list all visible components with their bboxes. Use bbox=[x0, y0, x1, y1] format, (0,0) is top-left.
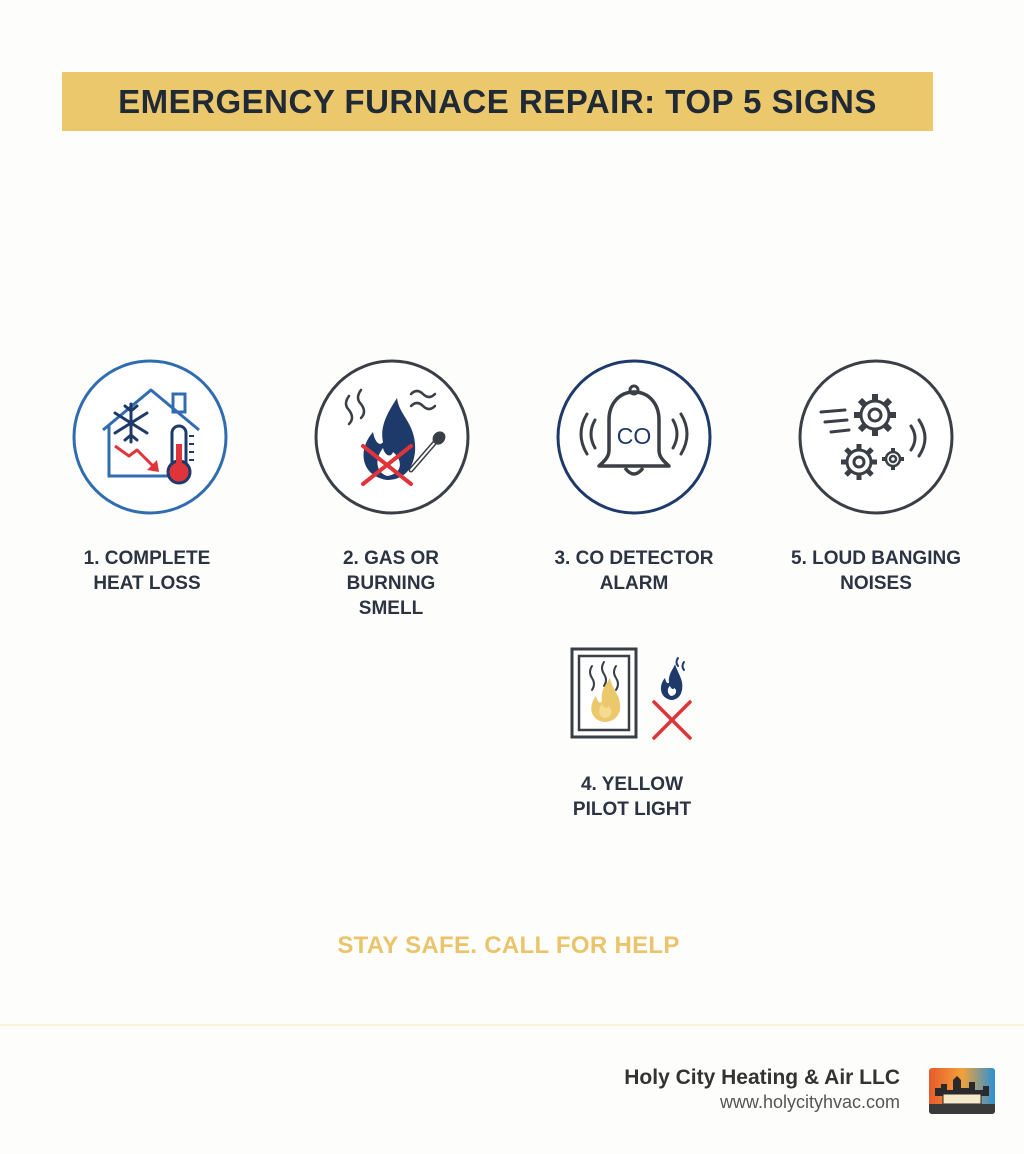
sign-label-line: PILOT LIGHT bbox=[572, 799, 692, 820]
sign-label-banging-noises: 5. LOUD BANGING NOISES bbox=[776, 546, 976, 596]
tagline: STAY SAFE. CALL FOR HELP bbox=[337, 932, 680, 959]
footer-divider bbox=[0, 1024, 1024, 1026]
footer: Holy City Heating & Air LLC www.holycity… bbox=[624, 1065, 900, 1113]
sign-label-co-alarm: 3. CO DETECTOR ALARM bbox=[534, 546, 734, 596]
sign-label-line: 2. GAS OR bbox=[342, 548, 440, 569]
yellow-pilot-light-icon bbox=[568, 644, 700, 744]
sign-label-line: HEAT LOSS bbox=[93, 573, 201, 594]
sign-label-yellow-pilot: 4. YELLOW PILOT LIGHT bbox=[532, 772, 732, 822]
gears-noise-icon bbox=[797, 358, 955, 516]
company-url[interactable]: www.holycityhvac.com bbox=[719, 1092, 900, 1112]
sign-label-line: SMELL bbox=[358, 598, 424, 619]
sign-label-line: NOISES bbox=[840, 573, 912, 594]
company-name: Holy City Heating & Air LLC bbox=[624, 1066, 900, 1089]
sign-label-burning-smell: 2. GAS OR BURNING SMELL bbox=[291, 546, 491, 621]
sign-label-line: 4. YELLOW bbox=[580, 774, 684, 795]
title-banner: EMERGENCY FURNACE REPAIR: TOP 5 SIGNS bbox=[62, 72, 933, 131]
burning-smell-icon bbox=[313, 358, 471, 516]
sign-label-line: 5. LOUD BANGING bbox=[791, 548, 961, 569]
sign-label-heat-loss: 1. COMPLETE HEAT LOSS bbox=[47, 546, 247, 596]
co-alarm-bell-icon: CO bbox=[555, 358, 713, 516]
company-logo-icon bbox=[929, 1068, 995, 1114]
cold-house-thermometer-icon bbox=[71, 358, 229, 516]
page-title: EMERGENCY FURNACE REPAIR: TOP 5 SIGNS bbox=[118, 82, 877, 120]
sign-label-line: 3. CO DETECTOR bbox=[554, 548, 714, 569]
sign-label-line: BURNING bbox=[346, 573, 436, 594]
sign-label-line: ALARM bbox=[599, 573, 669, 594]
sign-label-line: 1. COMPLETE bbox=[83, 548, 211, 569]
co-text: CO bbox=[617, 423, 652, 449]
